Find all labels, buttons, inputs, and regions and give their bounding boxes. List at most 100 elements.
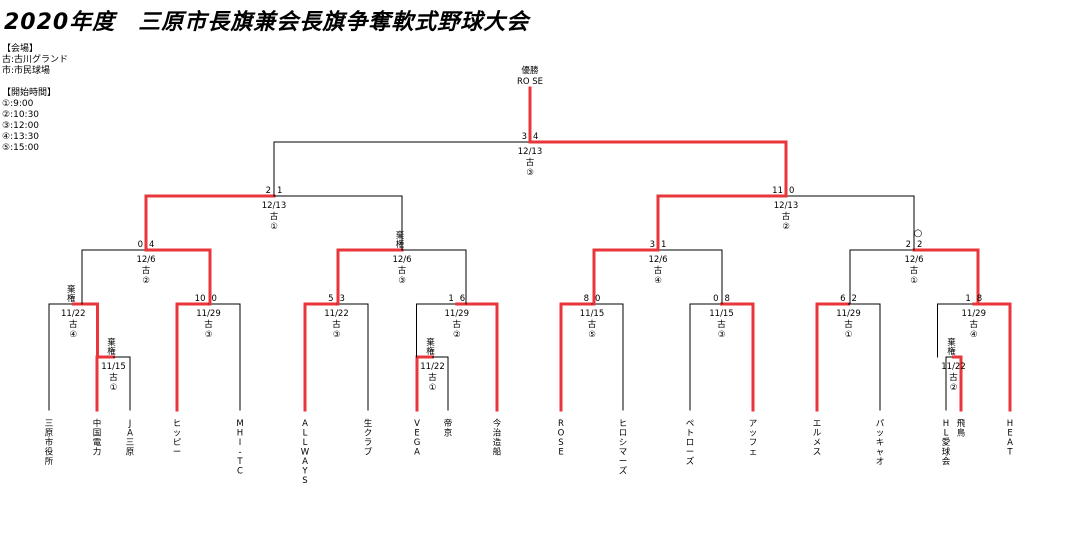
score-left: 1: [448, 294, 453, 304]
team-name: 飛: [957, 419, 966, 429]
match-date: 11/29: [445, 309, 470, 319]
champion-label: 優勝: [521, 65, 539, 76]
team-name: ブ: [364, 447, 373, 458]
score-left: 8: [584, 294, 589, 304]
team-name: ズ: [619, 466, 628, 477]
team-name: L: [944, 429, 949, 439]
match-slot: ③: [398, 276, 406, 286]
team-name: 国: [93, 429, 102, 439]
team-name: ッ: [876, 429, 885, 439]
team-name: A: [302, 419, 308, 429]
score-right: 3: [340, 294, 345, 304]
match-date: 11/15: [580, 309, 605, 319]
match-venue: 古: [452, 319, 461, 330]
match-slot: ①: [110, 383, 118, 393]
team-name: 役: [45, 447, 54, 458]
score-right: 1: [277, 186, 282, 196]
match-date: 12/6: [648, 255, 667, 265]
forfeit-mark: 権: [107, 346, 116, 357]
team-name: 帝: [444, 418, 453, 429]
team-name: Y: [301, 467, 308, 477]
team-name: メ: [813, 438, 822, 448]
match-slot: ④: [654, 276, 662, 286]
match-venue: 古: [654, 265, 663, 276]
team-name: E: [1007, 429, 1012, 439]
team-name: 治: [493, 428, 502, 439]
team-name: ェ: [749, 448, 758, 458]
team-name: L: [303, 438, 308, 448]
score-right: 0: [595, 294, 600, 304]
team-name: エ: [813, 419, 822, 429]
team-name: O: [558, 429, 565, 439]
match-slot: ⑤: [588, 330, 596, 340]
time-header: 【開始時間】: [2, 88, 57, 98]
match-venue: 古: [782, 211, 791, 222]
match-slot: ①: [429, 383, 437, 393]
team-name: ラ: [364, 438, 373, 448]
score-left: 2: [266, 186, 271, 196]
match-date: 11/15: [709, 309, 734, 319]
match-date: 11/29: [836, 309, 861, 319]
team-name: ピ: [173, 438, 182, 448]
team-name: ー: [686, 448, 695, 458]
team-name: マ: [619, 448, 628, 458]
team-name: -: [238, 448, 241, 458]
score-left: 6: [840, 294, 845, 304]
team-name: T: [1006, 448, 1013, 458]
match-venue: 古: [204, 319, 213, 330]
team-name: S: [558, 438, 563, 448]
team-name: V: [414, 419, 420, 429]
forfeit-mark: 権: [396, 239, 405, 250]
match-venue: 古: [844, 319, 853, 330]
forfeit-mark: 権: [426, 346, 435, 357]
match-slot: ②: [453, 330, 461, 340]
score-right: 1: [661, 240, 666, 250]
time-item: ④:13:30: [2, 132, 40, 142]
team-name: H: [1007, 419, 1013, 429]
team-name: ャ: [876, 448, 885, 458]
team-name: 中: [93, 418, 102, 429]
match-slot: ②: [950, 383, 958, 393]
team-name: I: [239, 438, 242, 448]
team-name: 所: [45, 456, 54, 467]
match-venue: 古: [69, 319, 78, 330]
score-right: 2: [917, 240, 922, 250]
team-name: R: [558, 419, 564, 429]
team-name: ペ: [686, 419, 695, 429]
time-item: ③:12:00: [2, 121, 40, 131]
forfeit-mark: 権: [67, 293, 76, 304]
match-date: 11/15: [101, 362, 126, 372]
team-name: 市: [45, 437, 54, 448]
pk-mark: ○: [914, 228, 923, 239]
score-right: 2: [852, 294, 857, 304]
match-slot: ③: [205, 330, 213, 340]
team-name: 鳥: [957, 428, 966, 439]
venue-header: 【会場】: [2, 44, 39, 54]
team-name: 原: [126, 448, 135, 458]
score-right: 4: [149, 240, 154, 250]
team-name: ク: [364, 429, 373, 439]
match-date: 12/13: [262, 201, 287, 211]
team-name: ヒ: [173, 419, 182, 429]
score-right: 4: [533, 132, 538, 142]
team-name: 三: [126, 438, 135, 448]
forfeit-mark: 棄: [396, 230, 405, 241]
match-slot: ①: [270, 222, 278, 232]
match-venue: 古: [969, 319, 978, 330]
team-name: 会: [942, 456, 951, 467]
team-name: パ: [876, 419, 885, 429]
team-name: オ: [876, 457, 885, 467]
team-name: H: [237, 429, 243, 439]
team-name: ズ: [686, 456, 695, 467]
team-name: ス: [813, 448, 822, 458]
match-venue: 古: [526, 157, 535, 168]
team-name: E: [558, 448, 563, 458]
match-venue: 古: [332, 319, 341, 330]
match-venue: 古: [949, 372, 958, 383]
match-slot: ②: [782, 222, 790, 232]
match-slot: ③: [333, 330, 341, 340]
team-name: A: [127, 429, 133, 439]
score-right: 0: [212, 294, 217, 304]
match-venue: 古: [109, 372, 118, 383]
score-left: 2: [906, 240, 911, 250]
